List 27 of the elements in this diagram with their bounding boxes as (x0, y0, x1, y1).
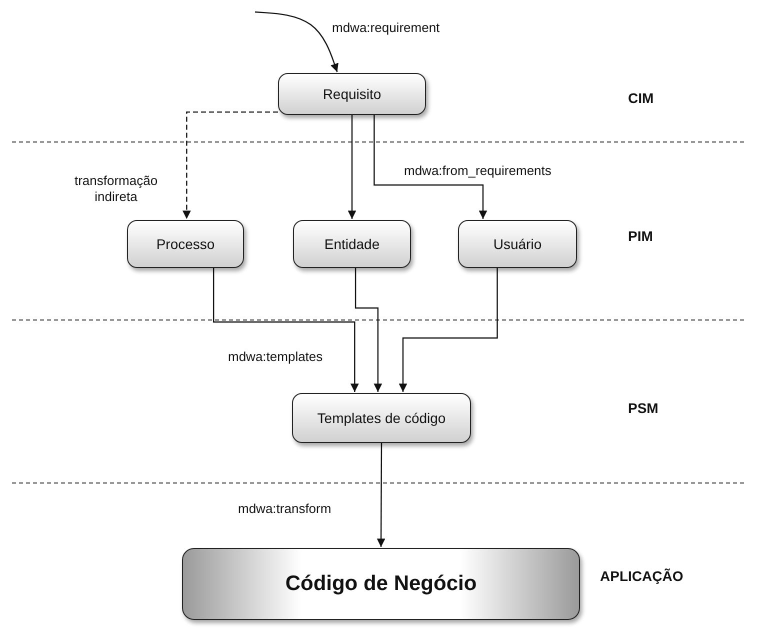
node-label: Requisito (322, 86, 382, 102)
arrow (254, 11, 338, 72)
template-box (292, 393, 471, 443)
arrow (348, 115, 356, 219)
arrow (398, 268, 498, 392)
node-label: Templates de código (317, 410, 446, 426)
edge-label: mdwa:requirement (330, 20, 442, 36)
level-label: PSM (628, 400, 658, 416)
user-box (458, 220, 577, 268)
node-label: Código de Negócio (285, 571, 477, 597)
node-label: Entidade (324, 236, 380, 252)
arrow (376, 443, 386, 547)
level-label: PIM (628, 228, 653, 244)
process-box (127, 220, 244, 268)
arrow (374, 115, 488, 219)
arrow (212, 268, 359, 392)
dashed-arrow (182, 111, 278, 219)
level-label: APLICAÇÃO (600, 568, 684, 584)
entity-box (293, 220, 411, 268)
level-label: CIM (628, 90, 654, 106)
node-label: Processo (156, 236, 215, 252)
business-code-box (182, 548, 580, 620)
node-label: Usuário (493, 236, 542, 252)
edge-label: mdwa:templates (226, 349, 325, 366)
arrow (354, 268, 382, 392)
edge-label: mdwa:from_requirements (402, 163, 554, 180)
requirement-box (278, 73, 426, 115)
